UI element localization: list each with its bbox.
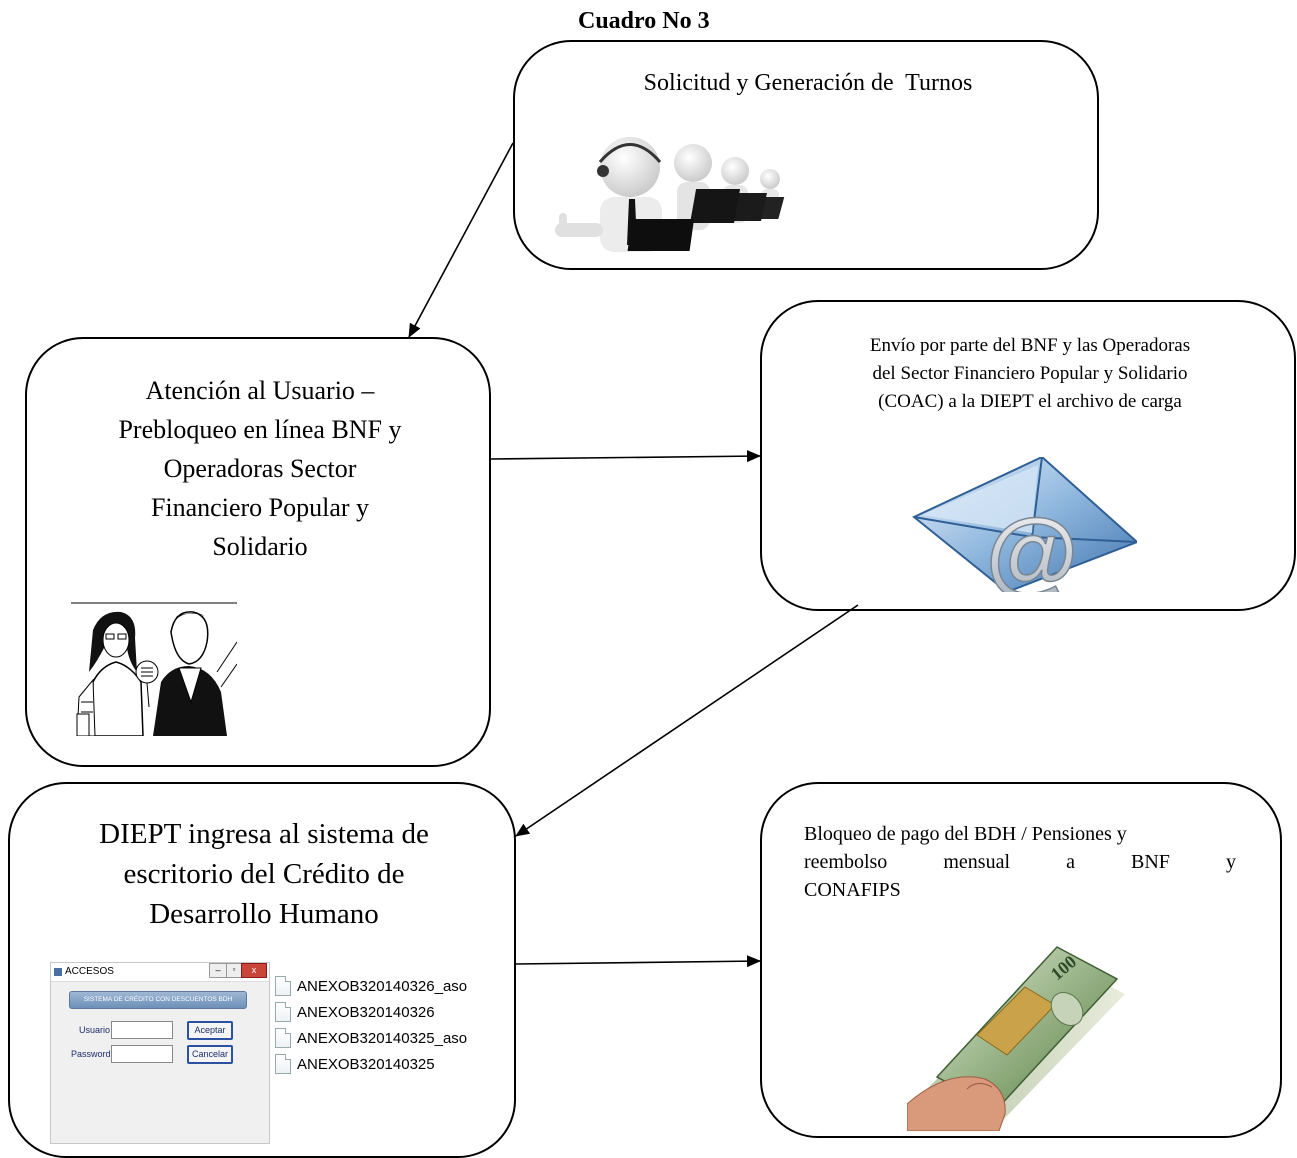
- node-diept-line: Desarrollo Humano: [149, 898, 379, 930]
- file-list: ANEXOB320140326_aso ANEXOB320140326 ANEX…: [275, 962, 467, 1142]
- file-icon: [275, 976, 291, 996]
- file-name: ANEXOB320140326_aso: [297, 977, 468, 995]
- node-diept-line: DIEPT ingresa al sistema de: [99, 818, 429, 850]
- login-window: ACCESOS – ▫ x SISTEMA DE CRÉDITO CON DES…: [50, 962, 270, 1144]
- node-envio-line: (COAC) a la DIEPT el archivo de carga: [878, 391, 1182, 412]
- node-atencion-line: Atención al Usuario –: [145, 376, 375, 405]
- justified-word: mensual: [943, 851, 1011, 873]
- file-item[interactable]: ANEXOB320140325_aso: [275, 1028, 467, 1048]
- justified-word: y: [1225, 851, 1236, 873]
- node-bloqueo: Bloqueo de pago del BDH / Pensiones y re…: [760, 782, 1282, 1138]
- file-icon: [275, 1002, 291, 1022]
- user-input[interactable]: [111, 1021, 173, 1039]
- node-atencion-line: Prebloqueo en línea BNF y: [118, 415, 402, 444]
- customer-service-clipart: [71, 602, 237, 736]
- node-envio: Envío por parte del BNF y las Operadoras…: [760, 300, 1296, 611]
- node-bloqueo-label: Bloqueo de pago del BDH / Pensiones y re…: [804, 820, 1236, 904]
- node-envio-label: Envío por parte del BNF y las Operadoras…: [762, 332, 1297, 416]
- node-bloqueo-line: Bloqueo de pago del BDH / Pensiones y: [804, 823, 1127, 845]
- node-atencion-line: Solidario: [212, 532, 308, 561]
- diagram-title: Cuadro No 3: [578, 8, 710, 34]
- file-icon: [275, 1028, 291, 1048]
- justified-word: reembolso: [804, 851, 888, 873]
- node-envio-line: del Sector Financiero Popular y Solidari…: [872, 363, 1188, 384]
- cancel-button[interactable]: Cancelar: [187, 1045, 233, 1064]
- node-diept-label: DIEPT ingresa al sistema de escritorio d…: [10, 814, 518, 934]
- node-envio-line: Envío por parte del BNF y las Operadoras: [869, 335, 1191, 356]
- password-input[interactable]: [111, 1045, 173, 1063]
- arrow-turnos-to-atencion: [408, 142, 514, 338]
- user-label: Usuario: [79, 1025, 111, 1035]
- node-atencion-label: Atención al Usuario – Prebloqueo en líne…: [27, 371, 493, 566]
- call-center-agents-image: [555, 137, 785, 252]
- login-window-titlebar: ACCESOS – ▫ x: [51, 963, 269, 982]
- node-diept: DIEPT ingresa al sistema de escritorio d…: [8, 782, 516, 1158]
- file-name: ANEXOB320140325_aso: [297, 1029, 468, 1047]
- accept-button[interactable]: Aceptar: [187, 1021, 233, 1040]
- node-turnos: Solicitud y Generación de Turnos: [513, 40, 1099, 270]
- file-item[interactable]: ANEXOB320140325: [275, 1054, 435, 1074]
- file-item[interactable]: ANEXOB320140326: [275, 1002, 435, 1022]
- svg-text:@: @: [986, 500, 1079, 592]
- close-button[interactable]: x: [241, 963, 267, 978]
- node-bloqueo-line-justified: reembolso mensual a BNF y: [804, 848, 1236, 876]
- password-label: Password: [71, 1049, 111, 1059]
- node-atencion-line: Financiero Popular y: [150, 493, 370, 522]
- justified-word: a: [1066, 851, 1075, 873]
- justified-word: BNF: [1131, 851, 1170, 873]
- email-envelope-icon: @: [912, 457, 1137, 592]
- file-item[interactable]: ANEXOB320140326_aso: [275, 976, 467, 996]
- node-turnos-label: Solicitud y Generación de Turnos: [643, 70, 973, 96]
- maximize-button[interactable]: ▫: [226, 963, 242, 978]
- minimize-button[interactable]: –: [209, 963, 227, 978]
- file-name: ANEXOB320140325: [297, 1055, 435, 1073]
- file-icon: [275, 1054, 291, 1074]
- arrow-diept-to-bloqueo: [515, 955, 761, 968]
- node-bloqueo-line: CONAFIPS: [804, 879, 901, 901]
- node-atencion-line: Operadoras Sector: [163, 454, 357, 483]
- system-header-banner: SISTEMA DE CRÉDITO CON DESCUENTOS BDH: [69, 991, 247, 1009]
- login-window-title: ACCESOS: [65, 966, 114, 977]
- money-stack-image: 100: [907, 939, 1132, 1131]
- arrow-atencion-to-envio: [490, 450, 761, 463]
- node-atencion: Atención al Usuario – Prebloqueo en líne…: [25, 337, 491, 767]
- file-name: ANEXOB320140326: [297, 1003, 435, 1021]
- app-icon: [54, 968, 62, 976]
- node-diept-line: escritorio del Crédito de: [123, 858, 405, 890]
